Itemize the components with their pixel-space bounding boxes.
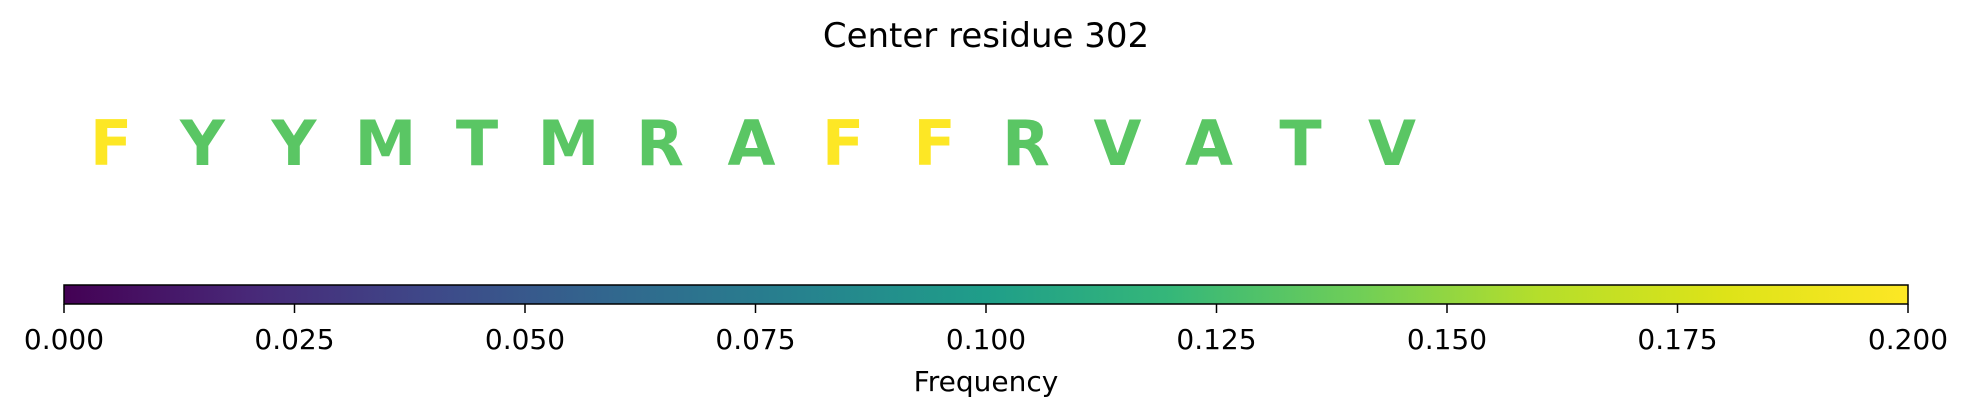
residue-letter: M (538, 107, 600, 180)
colorbar-tick-label: 0.100 (946, 323, 1026, 356)
residue-letter: T (1279, 107, 1321, 180)
colorbar-tick-label: 0.050 (485, 323, 565, 356)
colorbar-tick-label: 0.000 (24, 323, 104, 356)
residue-letter: M (355, 107, 417, 180)
colorbar-tick-label: 0.025 (254, 323, 334, 356)
residue-letter: A (728, 107, 776, 180)
residue-letter: F (90, 107, 132, 180)
residue-letter: V (1094, 107, 1142, 180)
residue-letter: R (1002, 107, 1050, 180)
colorbar-tick-label: 0.125 (1176, 323, 1256, 356)
colorbar-gradient (63, 284, 1909, 305)
residue-letter: F (822, 107, 864, 180)
residue-letter: T (456, 107, 498, 180)
residue-letter: R (636, 107, 684, 180)
colorbar-ticks: 0.000 0.025 0.050 0.075 0.100 0.125 0.150 0.175… (24, 304, 1948, 356)
residue-letter: A (1185, 107, 1233, 180)
colorbar-tick-label: 0.075 (715, 323, 795, 356)
residue-letter: Y (179, 107, 226, 180)
colorbar: 0.000 0.025 0.050 0.075 0.100 0.125 0.150 0.175… (24, 284, 1948, 398)
residue-letter: Y (271, 107, 318, 180)
colorbar-label: Frequency (914, 365, 1059, 398)
residue-letter: V (1368, 107, 1416, 180)
chart-title: Center residue 302 (823, 16, 1149, 56)
colorbar-tick-label: 0.200 (1868, 323, 1948, 356)
residue-letter: F (913, 107, 955, 180)
colorbar-tick-label: 0.175 (1637, 323, 1717, 356)
colorbar-tick-label: 0.150 (1407, 323, 1487, 356)
